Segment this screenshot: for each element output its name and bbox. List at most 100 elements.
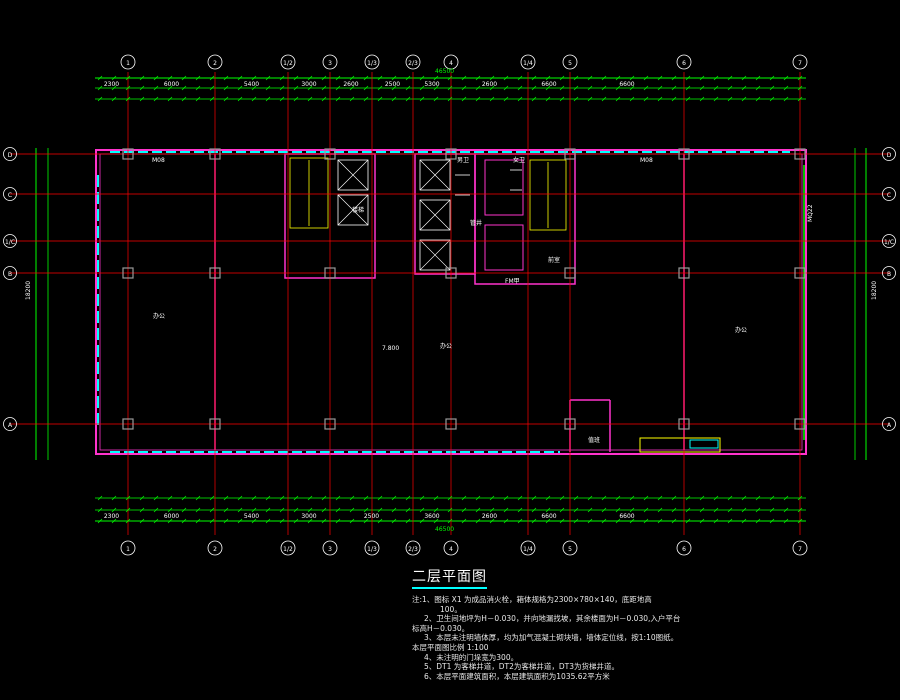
- room-labels: 办公办公办公男卫女卫管井前室楼梯值班: [153, 156, 747, 444]
- dimension-tick: [587, 75, 593, 81]
- dimension-tick: [657, 507, 663, 513]
- dimension-tick: [531, 507, 537, 513]
- column: [564, 148, 576, 160]
- axis-bubble: [562, 540, 578, 556]
- dimension-label: 5400: [244, 81, 259, 88]
- note-line: 5、DT1 为客梯井道，DT2为客梯井道，DT3为货梯井道。: [424, 662, 620, 672]
- dimension-tick: [195, 495, 201, 501]
- dimension-tick: [139, 507, 145, 513]
- dimension-tick: [97, 96, 103, 102]
- dimension-tick: [783, 85, 789, 91]
- dimension-label: 2300: [104, 81, 119, 88]
- axis-bubble: [882, 417, 896, 431]
- dimension-tick: [685, 85, 691, 91]
- dimension-tick: [769, 85, 775, 91]
- dimension-tick: [503, 96, 509, 102]
- column: [122, 267, 134, 279]
- notes-block: 注:1、图标 X1 为成品消火栓，箱体规格为2300×780×140，底距地高 …: [412, 595, 892, 681]
- dimension-tick: [615, 85, 621, 91]
- column: [794, 267, 806, 279]
- axis-label-x: 3: [328, 60, 332, 67]
- room-label-guard-room: 值班: [588, 436, 600, 444]
- dimension-tick: [139, 75, 145, 81]
- dimension-tick: [601, 507, 607, 513]
- axis-label-y: A: [8, 422, 13, 429]
- dimension-tick: [475, 75, 481, 81]
- dimension-tick: [363, 495, 369, 501]
- dimension-tick: [307, 495, 313, 501]
- dimension-tick: [293, 495, 299, 501]
- axis-label-x: 1: [126, 546, 130, 553]
- title-block: 二层平面图 注:1、图标 X1 为成品消火栓，箱体规格为2300×780×140…: [412, 566, 892, 681]
- dimension-tick: [531, 75, 537, 81]
- dimension-tick: [475, 518, 481, 524]
- dimension-tick: [447, 75, 453, 81]
- room-label-office-center: 办公: [440, 342, 452, 350]
- axis-bubble: [364, 540, 380, 556]
- axis-label-x: 4: [449, 60, 453, 67]
- dimension-tick: [517, 96, 523, 102]
- dimension-tick: [153, 75, 159, 81]
- dimension-tick: [209, 75, 215, 81]
- dimension-tick: [615, 495, 621, 501]
- axis-bubble: [882, 266, 896, 280]
- dimension-tick: [671, 96, 677, 102]
- axis-bubble: [676, 540, 692, 556]
- note-line: 注:1、图标 X1 为成品消火栓，箱体规格为2300×780×140，底距地高: [412, 595, 652, 604]
- dimension-tick: [797, 75, 803, 81]
- dimension-tick: [713, 518, 719, 524]
- dimension-tick: [349, 85, 355, 91]
- dimension-tick: [447, 96, 453, 102]
- axis-bubble: [882, 147, 896, 161]
- column: [209, 267, 221, 279]
- dimension-tick: [265, 85, 271, 91]
- dimension-tick: [503, 518, 509, 524]
- dimension-tick: [545, 96, 551, 102]
- dimension-tick: [335, 518, 341, 524]
- dimension-tick: [265, 507, 271, 513]
- dimension-tick: [167, 85, 173, 91]
- dimension-tick: [447, 495, 453, 501]
- dimension-tick: [209, 518, 215, 524]
- dimension-tick: [167, 495, 173, 501]
- dimension-tick: [755, 96, 761, 102]
- dimension-tick: [587, 507, 593, 513]
- dimension-tick: [699, 518, 705, 524]
- axis-bubble: [3, 187, 17, 201]
- dimension-tick: [741, 518, 747, 524]
- dimension-tick: [251, 75, 257, 81]
- axis-label-x: 2: [213, 60, 217, 67]
- dimension-tick: [349, 96, 355, 102]
- dimension-tick: [223, 75, 229, 81]
- dimension-label: 3000: [301, 81, 316, 88]
- dimension-tick: [755, 75, 761, 81]
- dimension-tick: [223, 96, 229, 102]
- axis-label-y: C: [887, 192, 891, 199]
- dimension-tick: [601, 96, 607, 102]
- dimension-tick: [699, 495, 705, 501]
- dimension-tick: [335, 495, 341, 501]
- dimension-tick: [237, 507, 243, 513]
- dimension-tick: [517, 85, 523, 91]
- dimension-tick: [349, 507, 355, 513]
- axis-label-y: A: [887, 422, 892, 429]
- dimension-tick: [783, 507, 789, 513]
- dimension-tick: [797, 507, 803, 513]
- dimension-tick: [363, 518, 369, 524]
- overall-dimension-bottom: 46500: [435, 526, 454, 533]
- dimension-tick: [265, 495, 271, 501]
- dimension-tick: [461, 96, 467, 102]
- dimension-tick: [531, 96, 537, 102]
- axis-bubble: [120, 540, 136, 556]
- dimension-tick: [335, 85, 341, 91]
- dimension-tick: [251, 507, 257, 513]
- dimension-tick: [475, 507, 481, 513]
- axis-label-y: 1/C: [5, 239, 15, 246]
- dimension-tick: [237, 495, 243, 501]
- dimension-tick: [293, 518, 299, 524]
- dimension-tick: [419, 75, 425, 81]
- axis-bubble: [405, 54, 421, 70]
- dimension-tick: [139, 85, 145, 91]
- dimension-label: 6600: [541, 513, 556, 520]
- dimension-tick: [391, 507, 397, 513]
